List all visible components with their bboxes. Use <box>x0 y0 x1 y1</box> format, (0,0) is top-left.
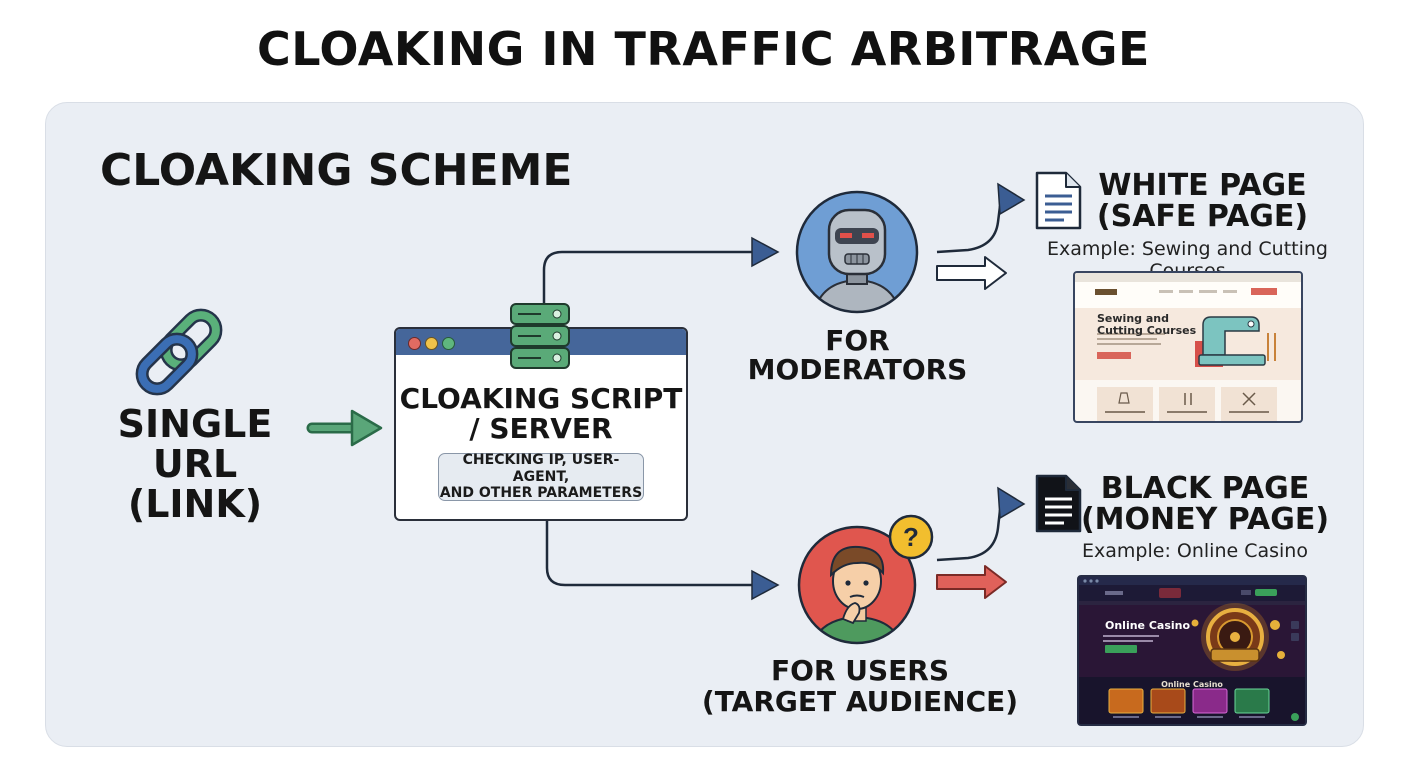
users-label-line1: FOR USERS <box>771 654 949 687</box>
white-page-preview-heading: Sewing and Cutting Courses <box>1097 312 1197 338</box>
question-mark-text: ? <box>903 522 919 552</box>
white-page-preview-graphics <box>1075 273 1301 421</box>
document-icon <box>1035 171 1082 230</box>
users-to-black-page-arrow <box>936 565 1007 599</box>
white-page-preview: Sewing and Cutting Courses <box>1073 271 1303 423</box>
black-page-preview: Online Casino Online Casino <box>1077 575 1307 726</box>
robot-icon <box>795 190 919 314</box>
script-title: CLOAKING SCRIPT / SERVER <box>396 384 686 443</box>
parameters-line2: AND OTHER PARAMETERS <box>439 485 643 502</box>
white-page-preview-heading-line1: Sewing and <box>1097 312 1169 325</box>
black-page-preview-graphics <box>1079 577 1305 724</box>
parameters-line1: CHECKING IP, USER-AGENT, <box>462 451 620 485</box>
url-to-script-arrow <box>306 409 383 447</box>
script-to-moderators-arrow <box>542 236 780 305</box>
users-to-document-arrow <box>936 486 1026 562</box>
single-url-label: SINGLE URL (LINK) <box>80 402 310 526</box>
white-page-title-line2: (SAFE PAGE) <box>1096 199 1309 235</box>
black-page-preview-heading: Online Casino <box>1105 619 1191 632</box>
white-page-preview-heading-line2: Cutting Courses <box>1097 324 1197 338</box>
window-dot-yellow <box>425 337 438 350</box>
users-label-line2: (TARGET AUDIENCE) <box>701 684 1019 718</box>
main-title: CLOAKING IN TRAFFIC ARBITRAGE <box>257 22 1150 76</box>
script-to-users-arrow <box>545 518 780 601</box>
black-document-icon <box>1035 474 1082 533</box>
white-page-title: WHITE PAGE (SAFE PAGE) <box>1070 168 1335 235</box>
black-page-title-line2: (MONEY PAGE) <box>1080 502 1330 538</box>
single-url-text: SINGLE URL <box>117 402 273 486</box>
black-page-example: Example: Online Casino <box>1082 540 1308 562</box>
black-page-title-line1: BLACK PAGE <box>1100 471 1310 506</box>
window-dot-green <box>442 337 455 350</box>
black-page-title: BLACK PAGE (MONEY PAGE) <box>1075 471 1335 538</box>
moderators-label: FOR MODERATORS <box>747 324 968 387</box>
parameters-box: CHECKING IP, USER-AGENT, AND OTHER PARAM… <box>438 451 644 502</box>
script-title-line2: / SERVER <box>469 411 613 445</box>
script-title-line1: CLOAKING SCRIPT <box>399 382 683 415</box>
white-page-title-line1: WHITE PAGE <box>1098 168 1307 203</box>
server-stack-icon <box>510 303 570 369</box>
thinking-person-icon <box>797 525 917 645</box>
window-dot-red <box>408 337 421 350</box>
moderators-to-document-arrow <box>936 182 1026 254</box>
black-page-preview-section-heading: Online Casino <box>1161 680 1223 689</box>
users-label: FOR USERS (TARGET AUDIENCE) <box>700 654 1020 718</box>
link-text: (LINK) <box>127 481 263 526</box>
moderators-to-white-page-arrow <box>936 256 1007 290</box>
question-badge-icon: ? <box>888 514 934 560</box>
scheme-title: CLOAKING SCHEME <box>100 145 573 196</box>
chain-link-icon <box>135 308 223 396</box>
